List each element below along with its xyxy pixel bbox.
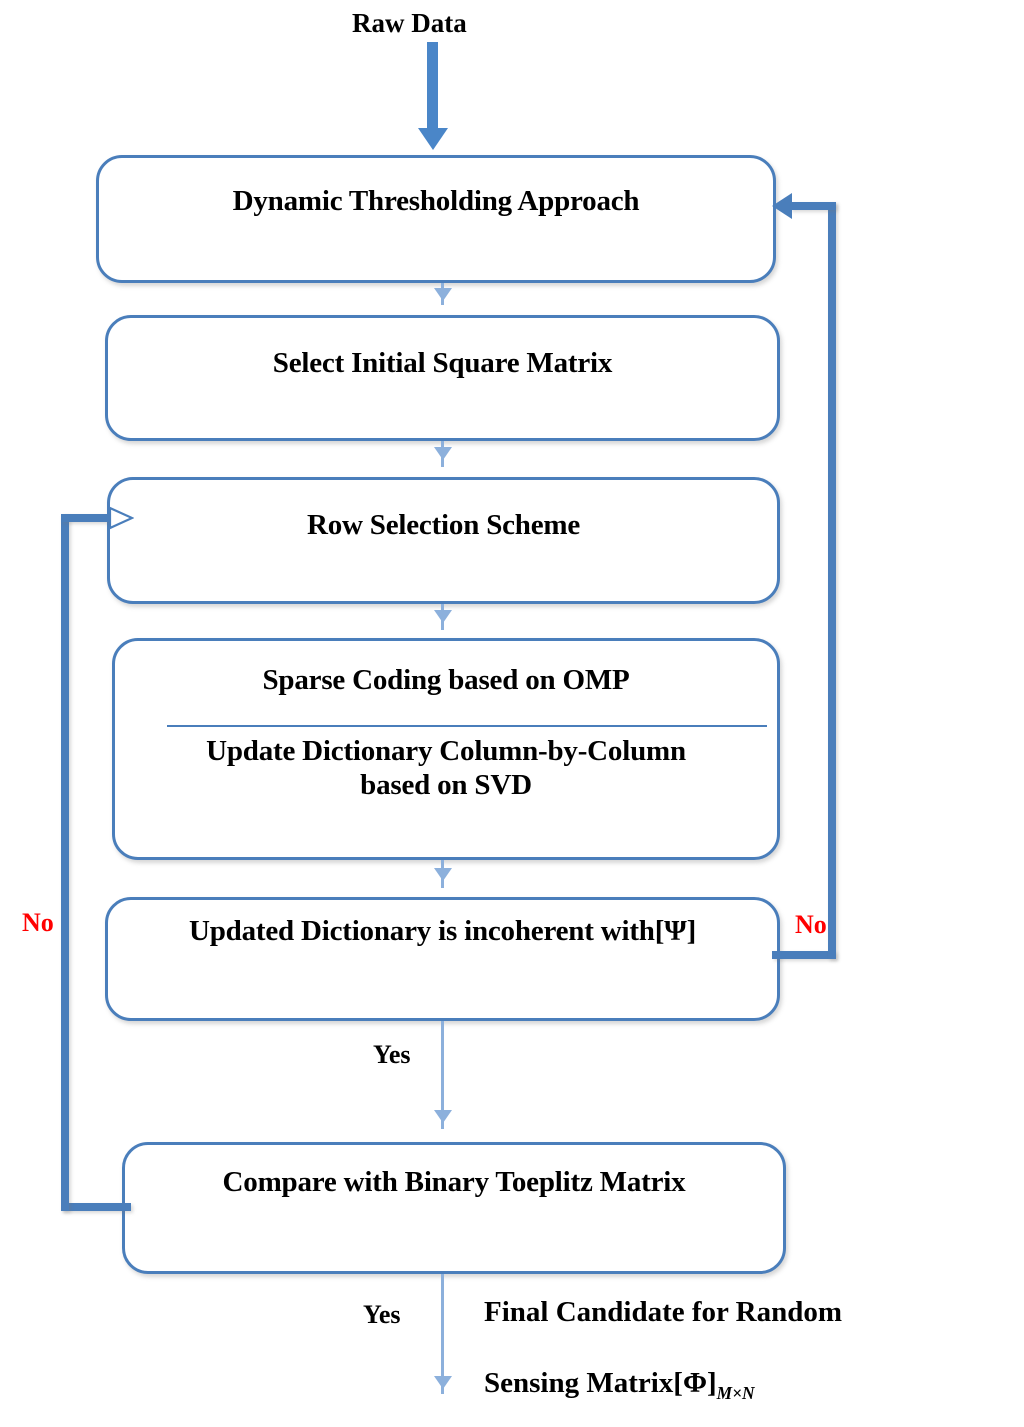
left-loop-arrowhead xyxy=(108,505,134,531)
connector-3-4-arrowhead xyxy=(434,610,452,623)
yes-final-label: Yes xyxy=(363,1300,401,1329)
left-loop-vertical-segment xyxy=(61,514,69,1211)
left-loop-top-segment xyxy=(61,514,113,522)
node-row-selection-scheme[interactable]: Row Selection Scheme xyxy=(107,477,780,604)
right-loop-bottom-segment xyxy=(772,951,836,959)
yes-decision-arrowhead xyxy=(434,1110,452,1123)
node-compare-binary-toeplitz[interactable]: Compare with Binary Toeplitz Matrix xyxy=(122,1142,786,1274)
node-select-initial-square-matrix[interactable]: Select Initial Square Matrix xyxy=(105,315,780,441)
yes-final-arrowhead xyxy=(434,1376,452,1389)
final-output-line2-subscript: M×N xyxy=(716,1382,755,1403)
right-loop-vertical-segment xyxy=(828,202,836,959)
yes-decision-shaft xyxy=(441,1021,444,1129)
yes-decision-label: Yes xyxy=(373,1040,411,1069)
right-loop-top-segment xyxy=(790,202,836,210)
node-updated-dictionary-incoherent-label: Updated Dictionary is incoherent with[Ψ] xyxy=(188,915,697,947)
no-right-label: No xyxy=(795,910,827,939)
connector-1-2-arrowhead xyxy=(434,288,452,301)
right-loop-arrowhead xyxy=(772,193,792,219)
yes-final-shaft xyxy=(441,1274,444,1394)
node-compare-binary-toeplitz-label: Compare with Binary Toeplitz Matrix xyxy=(222,1166,686,1198)
final-output-line1: Final Candidate for Random xyxy=(484,1296,842,1328)
raw-data-label: Raw Data xyxy=(352,8,467,38)
final-output-line2: Sensing Matrix[Φ]M×N xyxy=(484,1368,755,1402)
node-dynamic-thresholding[interactable]: Dynamic Thresholding Approach xyxy=(96,155,776,283)
node-sparse-coding-and-update-dictionary[interactable]: Sparse Coding based on OMP Update Dictio… xyxy=(112,638,780,860)
final-output-line2-prefix: Sensing Matrix[Φ] xyxy=(484,1367,717,1399)
node-dynamic-thresholding-label: Dynamic Thresholding Approach xyxy=(232,185,640,217)
left-loop-bottom-segment xyxy=(61,1203,131,1211)
raw-data-arrow-shaft xyxy=(427,42,438,134)
node-updated-dictionary-incoherent[interactable]: Updated Dictionary is incoherent with[Ψ] xyxy=(105,897,780,1021)
raw-data-arrow-head xyxy=(418,128,448,150)
node-select-initial-square-matrix-label: Select Initial Square Matrix xyxy=(272,347,613,379)
node-split-divider xyxy=(167,725,767,727)
node-row-selection-scheme-label: Row Selection Scheme xyxy=(306,509,581,541)
connector-4-5-arrowhead xyxy=(434,868,452,881)
node-update-dictionary-svd-label: Update Dictionary Column-by-Column based… xyxy=(206,735,686,802)
connector-2-3-arrowhead xyxy=(434,447,452,460)
no-left-label: No xyxy=(22,908,54,937)
node-sparse-coding-omp-label: Sparse Coding based on OMP xyxy=(262,664,630,696)
